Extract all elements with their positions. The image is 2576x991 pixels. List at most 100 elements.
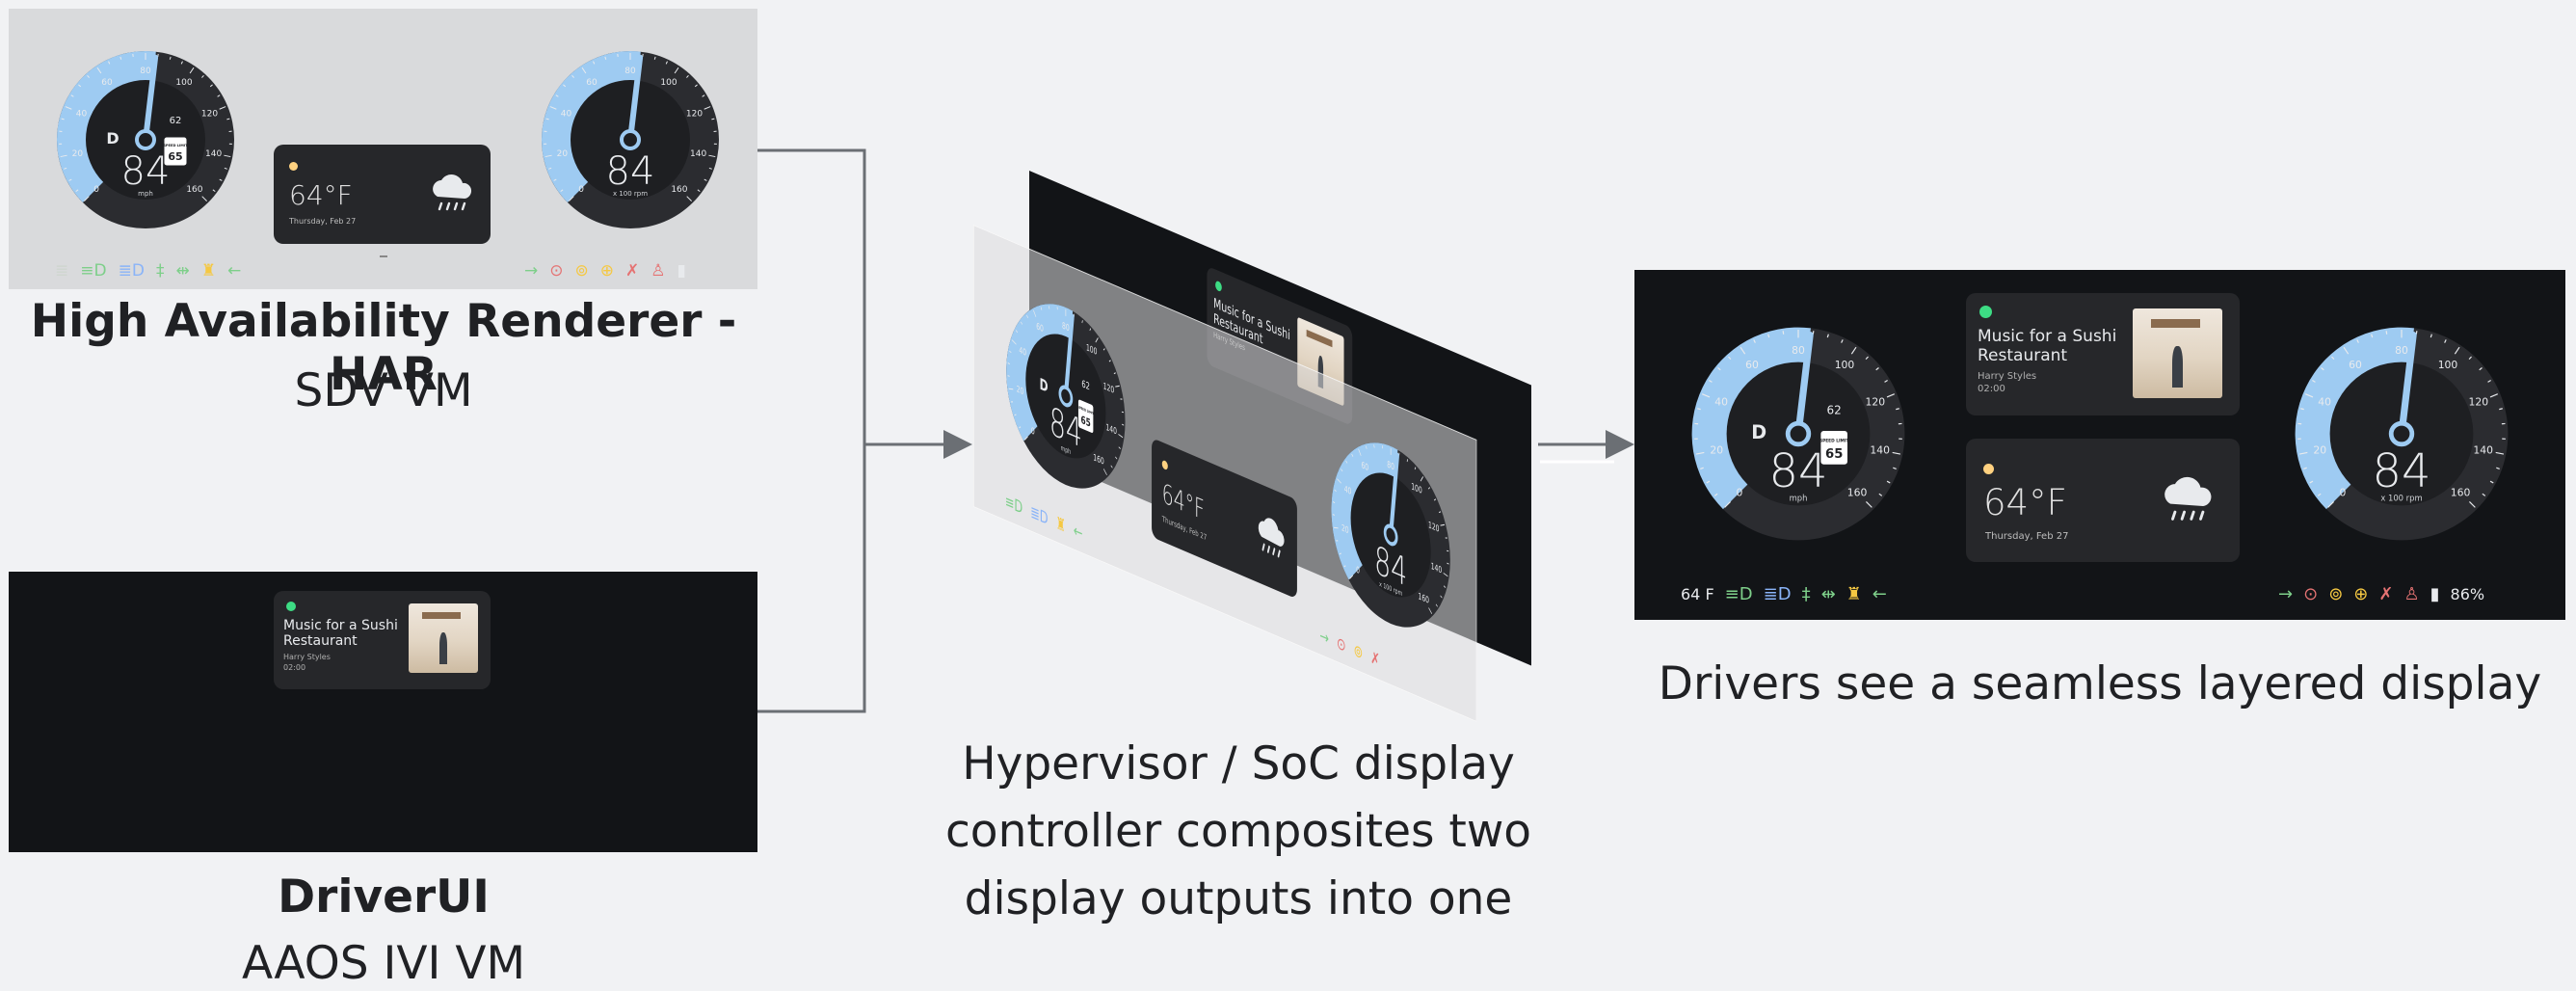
gauge-needle [1795,331,1814,429]
har-telltales-right: → ⊙ ⊚ ⊕ ✗ ♙ ▮ [524,261,686,281]
gauge-tick-label: 120 [201,109,218,119]
har-connector [757,148,866,444]
gauge-tick [2499,408,2503,411]
result-rain-cloud-icon [2164,476,2212,521]
gauge-tick-label: 120 [686,109,703,119]
har-telltales-left: ≣ ≡D ≣D ‡ ⇹ ♜ ← [55,261,241,281]
gauge-tick [70,94,74,97]
gauge-tick [224,154,231,158]
speed-small: 62 [1827,404,1842,417]
gauge-tick [68,178,72,181]
result-telltales-left: 64 F ≡D ≣D ‡ ⇹ ♜ ← [1681,584,1887,604]
battery-icon: ▮ [2430,584,2440,604]
traction-icon: ♜ [1846,584,1862,604]
gauge-tick-label: 160 [671,185,687,195]
compositor-caption-line-3: display outputs into one [964,872,1513,925]
gauge-tick [96,67,102,74]
driverui-media-time: 02:00 [283,663,306,672]
gauge-tick-label: 40 [1714,396,1728,409]
high-beam-icon: ≣D [1763,584,1792,604]
gauge-tick [549,106,557,110]
gauge-tick-label: 0 [1736,487,1742,499]
gauge-tick [189,67,195,74]
gauge-tick [704,178,707,181]
gauge-tick [571,74,574,78]
battery-icon: ▮ [677,261,686,281]
seatbelt-icon: ♙ [2403,584,2420,604]
abs-icon: ⊚ [574,261,589,281]
gauge-tick [2482,493,2486,496]
gauge-tick [212,189,216,193]
gauge-tick [1850,346,1857,355]
brake-warning-icon: ⊙ [549,261,564,281]
har-subtitle: SDV VM [294,364,473,417]
result-media-artist: Harry Styles [1978,371,2037,382]
driverui-media-title: Music for a Sushi Restaurant [283,618,398,650]
airbag-icon: ✗ [2378,584,2394,604]
gauge-tick [61,118,65,121]
result-weather-card: 64°F Thursday, Feb 27 [1966,439,2240,562]
gauge-tick [120,56,122,60]
low-beam-icon: ≡D [80,261,107,281]
gauge-value: 84 [606,149,655,194]
gauge-tick-label: 80 [624,67,636,76]
result-media-app-icon [1979,306,1992,318]
gauge-tick [2321,367,2324,371]
gauge-tick [2469,501,2476,508]
gauge-tick-label: 0 [93,185,99,195]
gauge-tick [1892,451,1901,455]
gauge-tick-label: 160 [186,185,202,195]
har-weather-date: Thursday, Feb 27 [289,217,357,226]
gauge-tick [2298,451,2308,455]
gauge-tick [224,167,227,170]
gauge-unit: mph [138,190,153,198]
gauge-tick [2489,393,2499,398]
gauge-unit: x 100 rpm [613,190,648,198]
gauge-tick [1767,334,1770,338]
gauge-tick [1753,339,1756,343]
gauge-needle-hub [1785,420,1812,447]
gauge-tick [2496,467,2500,469]
gauge-tick [209,84,213,88]
rain-cloud-icon [433,174,472,211]
gauge-tick [2317,493,2322,496]
driverui-media-card: Music for a Sushi Restaurant Harry Style… [274,591,491,689]
gauge-tick [1841,339,1844,343]
gauge-tick [555,94,559,97]
gauge-tick [2343,346,2350,355]
turn-right-icon: → [524,261,539,281]
gauge-tick [1695,451,1705,455]
gauge-tick [686,196,692,201]
gauge-tick [1713,493,1718,496]
gauge-tick [1728,356,1732,361]
gauge-tick [569,196,574,201]
gauge-unit: mph [1790,494,1808,503]
speed-small: 62 [170,116,182,126]
gauge-tick [686,74,689,78]
gauge-tick [2479,367,2483,371]
gauge-needle [143,54,159,136]
gauge-tick-label: 160 [1847,487,1868,499]
high-beam-icon: ≣D [118,261,145,281]
gauge-needle-hub [2388,420,2415,447]
gauge-tick [581,67,587,74]
tire-pressure-icon: ⊕ [599,261,614,281]
gauge-tick [674,67,679,74]
gauge-tick-label: 0 [578,185,584,195]
gauge-tick-label: 80 [140,67,151,76]
brake-warning-icon: ⊙ [2303,584,2319,604]
seatbelt-icon: ♙ [651,261,666,281]
fog-lamp-icon: ‡ [1801,584,1811,604]
tire-pressure-icon: ⊕ [2353,584,2369,604]
gauge-tick [2303,467,2307,469]
low-beam-icon: ≡D [1724,584,1753,604]
compositor-caption-line-2: controller composites two [944,805,1532,858]
gauge-tick-label: 60 [1745,359,1759,371]
gauge-value: 84 [1768,444,1827,498]
result-weather-dot [1983,464,1994,474]
gauge-needle-hub [620,129,641,150]
gauge-value: 84 [2372,444,2430,498]
result-weather-date: Thursday, Feb 27 [1985,531,2069,542]
